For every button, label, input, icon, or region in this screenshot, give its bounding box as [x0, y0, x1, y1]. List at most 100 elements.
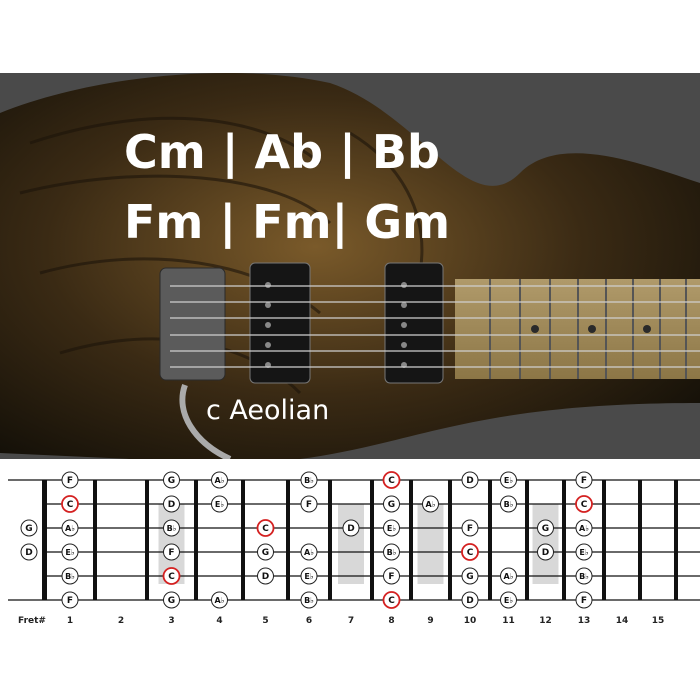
- note-s5-f10: G: [461, 567, 479, 585]
- note-label: A♭: [215, 596, 225, 605]
- wood-grain: [19, 116, 424, 395]
- note-marker: [300, 495, 318, 513]
- chord-progression-line-2: Fm | Fm| Gm: [124, 195, 451, 249]
- open-string-4: D: [20, 543, 38, 561]
- fret-bar-6: [328, 480, 332, 600]
- fret-number-2: 2: [118, 616, 124, 626]
- note-marker: [211, 591, 228, 609]
- scale-title: c Aeolian: [206, 395, 330, 426]
- note-s5-f3: C: [162, 567, 181, 585]
- note-marker: [300, 567, 318, 585]
- note-label: B♭: [579, 572, 589, 581]
- note-label: C: [581, 500, 588, 510]
- note-label: D: [347, 524, 354, 534]
- note-label: F: [581, 476, 587, 486]
- note-label: G: [25, 524, 32, 534]
- fret-number-label: Fret#: [18, 616, 46, 626]
- fret-number-12: 12: [539, 616, 552, 626]
- note-label: B♭: [387, 548, 397, 557]
- note-s1-f11: E♭: [500, 471, 517, 489]
- note-label: B♭: [304, 596, 314, 605]
- note-s3-f7: D: [342, 519, 360, 537]
- note-s6-f1: F: [61, 591, 79, 609]
- note-marker: [383, 519, 400, 537]
- note-label: E♭: [504, 596, 513, 605]
- note-s2-f11: B♭: [500, 495, 517, 513]
- fret-number-14: 14: [616, 616, 629, 626]
- fret-bar-8: [409, 480, 413, 600]
- note-label: B♭: [304, 476, 314, 485]
- note-s1-f1: F: [61, 471, 79, 489]
- note-label: F: [67, 596, 73, 606]
- note-label: E♭: [387, 524, 396, 533]
- neck-pickup: [249, 262, 311, 384]
- note-marker: [163, 471, 180, 489]
- fret-bar-11: [525, 480, 529, 600]
- note-label: A♭: [426, 500, 436, 509]
- note-label: F: [168, 548, 174, 558]
- note-label: E♭: [65, 548, 74, 557]
- note-marker: [461, 567, 479, 585]
- note-s2-f9: A♭: [422, 495, 439, 513]
- fret-number-10: 10: [464, 616, 477, 626]
- note-s5-f5: D: [257, 567, 274, 585]
- fret-number-5: 5: [262, 616, 268, 626]
- note-marker: [300, 543, 318, 561]
- note-marker: [382, 591, 401, 609]
- note-s6-f8: C: [382, 591, 401, 609]
- note-label: E♭: [579, 548, 588, 557]
- note-marker: [575, 471, 593, 489]
- note-label: G: [542, 524, 549, 534]
- fret-bar-3: [194, 480, 198, 600]
- note-label: B♭: [167, 524, 177, 533]
- bridge-pickup: [384, 262, 444, 384]
- note-marker: [383, 567, 400, 585]
- note-s1-f8: C: [382, 471, 401, 489]
- fret-number-4: 4: [216, 616, 222, 626]
- fret-bar-5: [286, 480, 290, 600]
- note-s4-f13: E♭: [575, 543, 593, 561]
- tremolo-arm: [179, 383, 232, 459]
- note-marker: [211, 495, 228, 513]
- note-s5-f11: A♭: [500, 567, 517, 585]
- note-s3-f5: C: [256, 519, 275, 537]
- note-s4-f12: D: [537, 543, 554, 561]
- note-label: D: [262, 572, 269, 582]
- note-label: D: [466, 596, 473, 606]
- note-s4-f3: F: [163, 543, 180, 561]
- note-label: A♭: [504, 572, 514, 581]
- note-label: F: [67, 476, 73, 486]
- note-marker: [575, 591, 593, 609]
- note-s2-f8: G: [383, 495, 400, 513]
- open-string-3: G: [20, 519, 38, 537]
- note-marker: [61, 543, 79, 561]
- fret-bar-4: [241, 480, 245, 600]
- note-marker: [461, 543, 479, 561]
- note-label: E♭: [215, 500, 224, 509]
- note-label: B♭: [504, 500, 514, 509]
- fret-bar-14: [638, 480, 642, 600]
- note-marker: [61, 471, 79, 489]
- note-marker: [61, 519, 79, 537]
- note-marker: [500, 495, 517, 513]
- neck-inlays: [531, 325, 651, 333]
- note-marker: [575, 495, 593, 513]
- note-marker: [383, 495, 400, 513]
- inlay-marker-fret-9: [417, 504, 444, 584]
- chord-progression-line-1: Cm | Ab | Bb: [124, 125, 440, 179]
- fret-number-9: 9: [427, 616, 433, 626]
- fret-bar-10: [488, 480, 492, 600]
- note-marker: [342, 519, 360, 537]
- note-s2-f1: C: [61, 495, 79, 513]
- note-label: A♭: [304, 548, 314, 557]
- note-marker: [20, 519, 38, 537]
- note-marker: [61, 567, 79, 585]
- note-label: F: [467, 524, 473, 534]
- note-label: F: [581, 596, 587, 606]
- note-label: C: [388, 476, 395, 486]
- fret-bar-13: [602, 480, 606, 600]
- note-marker: [256, 519, 275, 537]
- note-label: D: [466, 476, 473, 486]
- fret-number-7: 7: [348, 616, 354, 626]
